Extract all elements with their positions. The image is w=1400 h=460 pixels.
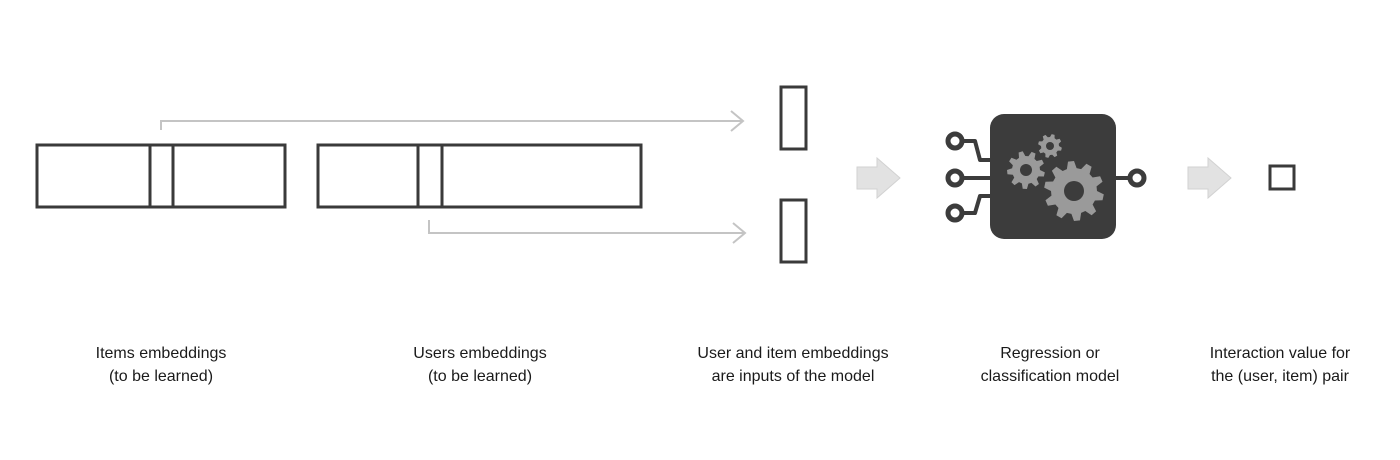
model-inputs-caption: User and item embeddings are inputs of t…	[663, 342, 923, 388]
items-selected-column	[148, 143, 175, 209]
item-embedding-vector	[779, 85, 808, 151]
gear-hole	[1020, 164, 1032, 176]
users-embeddings-caption: Users embeddings (to be learned)	[350, 342, 610, 388]
interaction-value-box	[1268, 164, 1296, 191]
block-arrow-right-icon	[856, 156, 901, 200]
model-caption: Regression or classification model	[920, 342, 1180, 388]
block-arrow-right-icon	[1187, 156, 1232, 200]
item-connector-arrow	[160, 110, 745, 132]
users-embeddings-matrix	[316, 143, 643, 209]
caption-line: User and item embeddings	[697, 345, 889, 362]
medium-gear-icon	[1007, 151, 1045, 189]
user-connector-arrow	[428, 220, 747, 244]
items-embeddings-matrix	[35, 143, 287, 209]
small-gear-icon	[1038, 134, 1062, 158]
gears-circuit-icon	[945, 114, 1147, 239]
caption-line: Users embeddings	[413, 345, 547, 362]
caption-line: the (user, item) pair	[1211, 368, 1349, 385]
caption-line: are inputs of the model	[711, 368, 875, 385]
caption-line: Interaction value for	[1209, 345, 1351, 362]
users-selected-column	[416, 143, 444, 209]
items-embeddings-caption: Items embeddings (to be learned)	[31, 342, 291, 388]
caption-line: (to be learned)	[108, 368, 214, 385]
output-caption: Interaction value for the (user, item) p…	[1150, 342, 1400, 388]
gear-hole	[1064, 181, 1084, 201]
large-gear-icon	[1044, 161, 1104, 221]
gear-hole	[1046, 142, 1054, 150]
caption-line: Items embeddings	[95, 345, 227, 362]
caption-line: (to be learned)	[427, 368, 533, 385]
caption-line: Regression or	[1000, 345, 1100, 362]
user-embedding-vector	[779, 198, 808, 264]
caption-line: classification model	[980, 368, 1120, 385]
